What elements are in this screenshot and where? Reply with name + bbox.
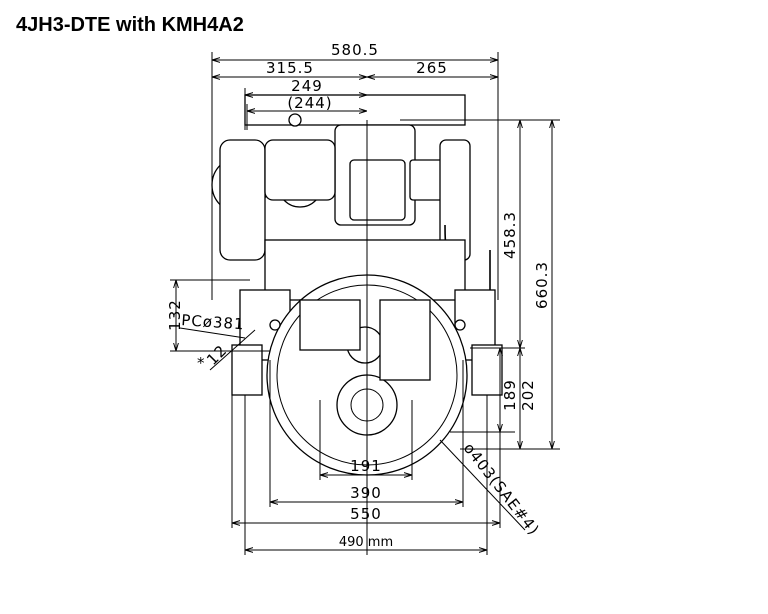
dim-189: 189 — [501, 379, 519, 411]
dim-660-3: 660.3 — [533, 261, 551, 309]
dim-315-5: 315.5 — [266, 59, 314, 77]
angle-mark: * — [197, 354, 206, 372]
dim-390: 390 — [350, 484, 382, 502]
engine-front-view — [211, 94, 503, 555]
dim-265: 265 — [416, 59, 448, 77]
dim-244: (244) — [287, 94, 332, 112]
dimension-lines — [176, 60, 552, 550]
dim-550: 550 — [350, 505, 382, 523]
dim-angle-12: 12 — [203, 341, 231, 369]
dim-pcd-381: PCø381 — [181, 311, 245, 333]
dim-191: 191 — [350, 457, 382, 475]
drawing-title: 4JH3-DTE with KMH4A2 — [16, 14, 244, 36]
dim-132: 132 — [166, 299, 184, 331]
dim-202: 202 — [519, 379, 537, 411]
dim-458-3: 458.3 — [501, 211, 519, 259]
dim-580-5: 580.5 — [331, 41, 379, 59]
extension-lines — [170, 52, 560, 555]
dim-249: 249 — [291, 77, 323, 95]
dim-490: 490 mm — [339, 535, 393, 550]
dim-flywheel-housing: ø403(SAE#4) — [460, 439, 543, 538]
